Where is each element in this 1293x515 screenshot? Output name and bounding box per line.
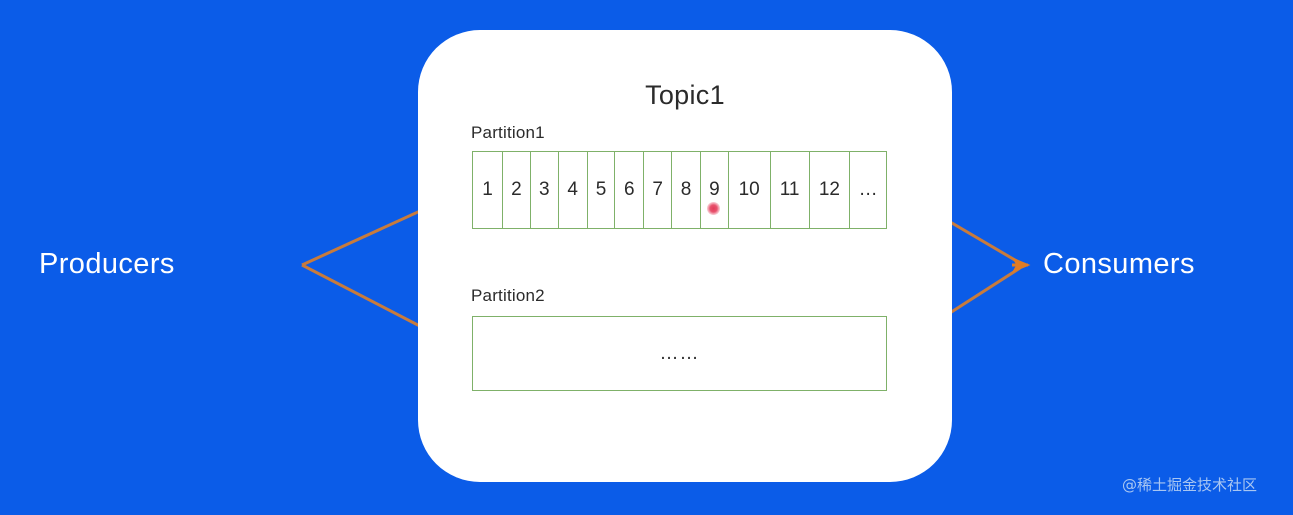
partition2-label: Partition2 bbox=[471, 286, 545, 305]
partition1-cell: 9 bbox=[701, 152, 729, 228]
partition1-cell: 7 bbox=[644, 152, 673, 228]
partition1-cell: 3 bbox=[531, 152, 559, 228]
partition1-cell: 12 bbox=[810, 152, 851, 228]
partition1-cell: 5 bbox=[588, 152, 616, 228]
topic-title: Topic1 bbox=[645, 80, 725, 110]
cursor-dot bbox=[707, 202, 720, 215]
partition1-cell: 2 bbox=[503, 152, 531, 228]
watermark: @稀土掘金技术社区 bbox=[1122, 476, 1258, 494]
producers-label: Producers bbox=[39, 248, 175, 280]
partition1-cell: 1 bbox=[473, 152, 503, 228]
partition1-cell: 8 bbox=[672, 152, 702, 228]
partition1-label: Partition1 bbox=[471, 123, 545, 142]
partition2-ellipsis: …… bbox=[659, 342, 700, 364]
partition1-cell: 6 bbox=[615, 152, 645, 228]
consumers-label: Consumers bbox=[1043, 248, 1195, 280]
partition2-box: …… bbox=[472, 316, 887, 391]
partition1-cell: … bbox=[858, 179, 878, 200]
partition1-cell: 4 bbox=[559, 152, 588, 228]
partition1-cell: 10 bbox=[729, 152, 771, 228]
partition1-cell: 11 bbox=[771, 152, 810, 228]
topic-card: Topic1 bbox=[418, 30, 952, 482]
